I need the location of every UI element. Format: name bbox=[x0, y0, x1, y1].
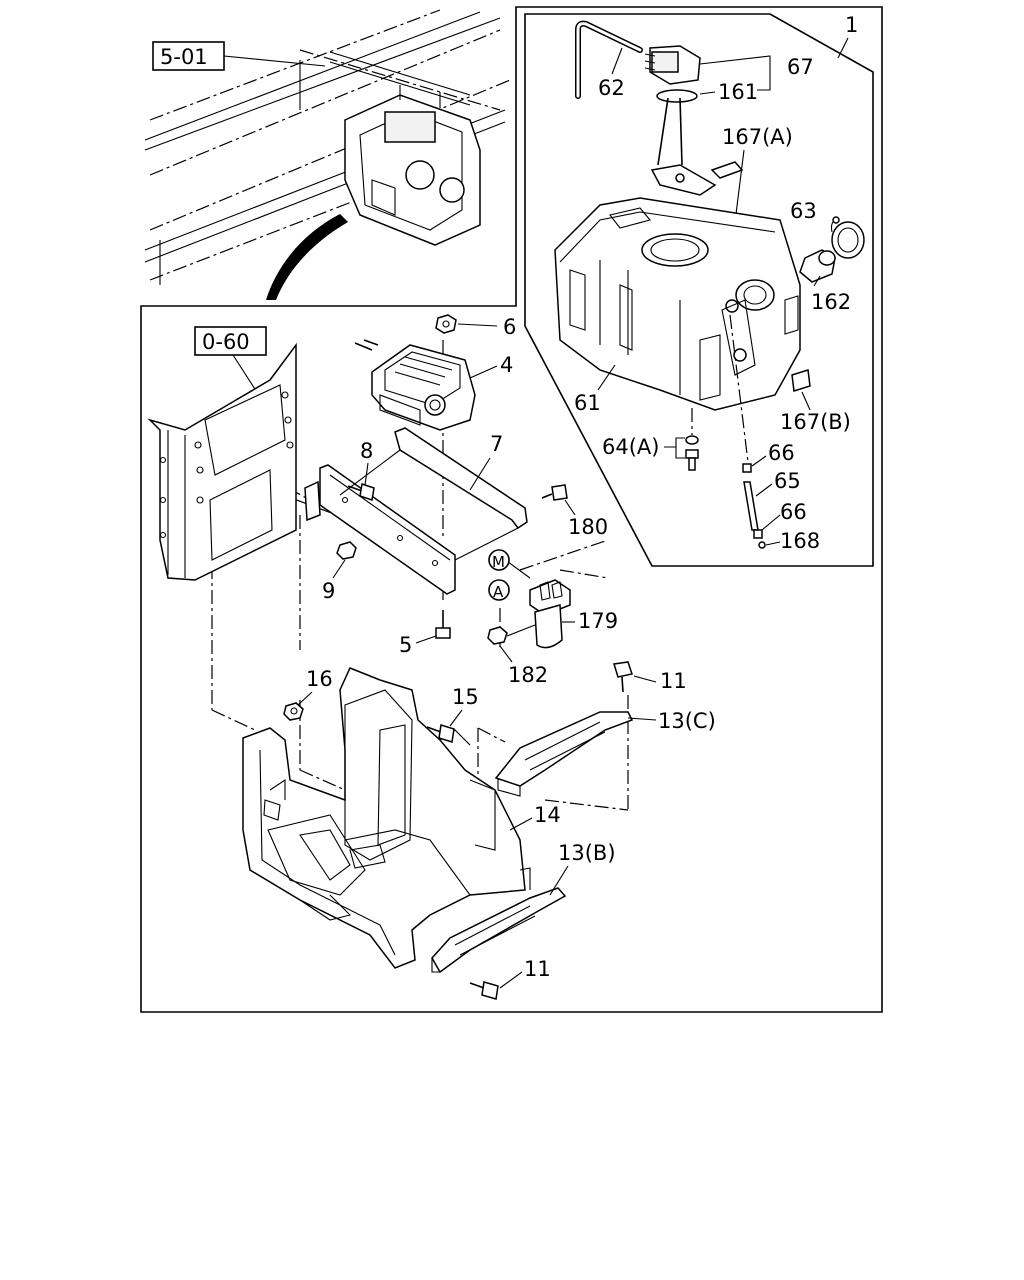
callout-179: 179 bbox=[578, 609, 618, 633]
bolt-8 bbox=[347, 483, 375, 501]
callout-8: 8 bbox=[360, 439, 373, 463]
callout-11-upper: 11 bbox=[660, 669, 687, 693]
bolt-180 bbox=[541, 484, 568, 501]
module-small bbox=[344, 85, 481, 246]
fitting-66-lower bbox=[753, 529, 763, 539]
bracket-7 bbox=[304, 427, 528, 595]
bolt-15 bbox=[426, 724, 455, 743]
callout-66a: 66 bbox=[768, 441, 795, 465]
strap-13b bbox=[431, 887, 567, 974]
strap-13c bbox=[494, 711, 634, 797]
nut-9 bbox=[336, 541, 357, 560]
bolt-11-upper bbox=[613, 661, 633, 693]
marker-a-circle bbox=[488, 579, 510, 601]
callout-63: 63 bbox=[790, 199, 817, 223]
callout-4: 4 bbox=[500, 353, 513, 377]
callout-168: 168 bbox=[780, 529, 820, 553]
bolt-11-lower bbox=[469, 981, 499, 1000]
callout-66b: 66 bbox=[780, 500, 807, 524]
ref-label-0-60: 0-60 bbox=[202, 330, 250, 354]
callout-11-lower: 11 bbox=[524, 957, 551, 981]
drain-plug-64a bbox=[685, 408, 699, 471]
nut-16 bbox=[283, 702, 304, 721]
location-arrow bbox=[266, 214, 348, 300]
nut-6 bbox=[435, 314, 457, 334]
marker-a: A bbox=[493, 583, 504, 601]
ref-label-5-01: 5-01 bbox=[160, 45, 208, 69]
sender-unit-67 bbox=[644, 45, 717, 196]
callout-167a: 167(A) bbox=[722, 125, 793, 149]
urea-tank-inset: 1 62 67 161 167(A) bbox=[554, 13, 865, 553]
chassis-overview: 5-01 bbox=[144, 9, 511, 300]
callout-15: 15 bbox=[452, 685, 479, 709]
callout-64a: 64(A) bbox=[602, 435, 659, 459]
label-sticker-167a bbox=[710, 161, 744, 179]
marker-m: M bbox=[492, 553, 505, 571]
nut-182 bbox=[487, 626, 508, 645]
callout-61: 61 bbox=[574, 391, 601, 415]
filter-179 bbox=[529, 579, 571, 649]
callout-13c: 13(C) bbox=[658, 709, 716, 733]
callout-14: 14 bbox=[534, 803, 561, 827]
clip-168 bbox=[758, 541, 766, 549]
callout-162: 162 bbox=[811, 290, 851, 314]
callout-6: 6 bbox=[503, 315, 516, 339]
pump-module-4 bbox=[354, 339, 476, 431]
cap-63 bbox=[830, 216, 865, 259]
bolt-5 bbox=[435, 610, 451, 639]
callout-182: 182 bbox=[508, 663, 548, 687]
callout-13b: 13(B) bbox=[558, 841, 616, 865]
mounting-plate bbox=[147, 342, 297, 581]
main-assembly: 0-60 4 bbox=[147, 314, 716, 1000]
callout-62: 62 bbox=[598, 76, 625, 100]
filler-162 bbox=[799, 249, 836, 283]
callout-7: 7 bbox=[490, 432, 503, 456]
tank-61 bbox=[554, 197, 801, 411]
diagram-frames bbox=[140, 6, 883, 1013]
marker-m-circle bbox=[488, 549, 510, 571]
ref-box-0-60 bbox=[194, 326, 267, 356]
pipe-65 bbox=[743, 481, 759, 531]
callout-167b: 167(B) bbox=[780, 410, 851, 434]
callout-5: 5 bbox=[399, 633, 412, 657]
callout-180: 180 bbox=[568, 515, 608, 539]
callout-1: 1 bbox=[845, 13, 858, 37]
callout-9: 9 bbox=[322, 579, 335, 603]
label-sticker-167b bbox=[791, 369, 811, 392]
cradle-bracket-14 bbox=[242, 667, 531, 969]
callout-67: 67 bbox=[787, 55, 814, 79]
callout-161: 161 bbox=[718, 80, 758, 104]
callout-16: 16 bbox=[306, 667, 333, 691]
fitting-66-upper bbox=[742, 463, 752, 473]
callout-65: 65 bbox=[774, 469, 801, 493]
